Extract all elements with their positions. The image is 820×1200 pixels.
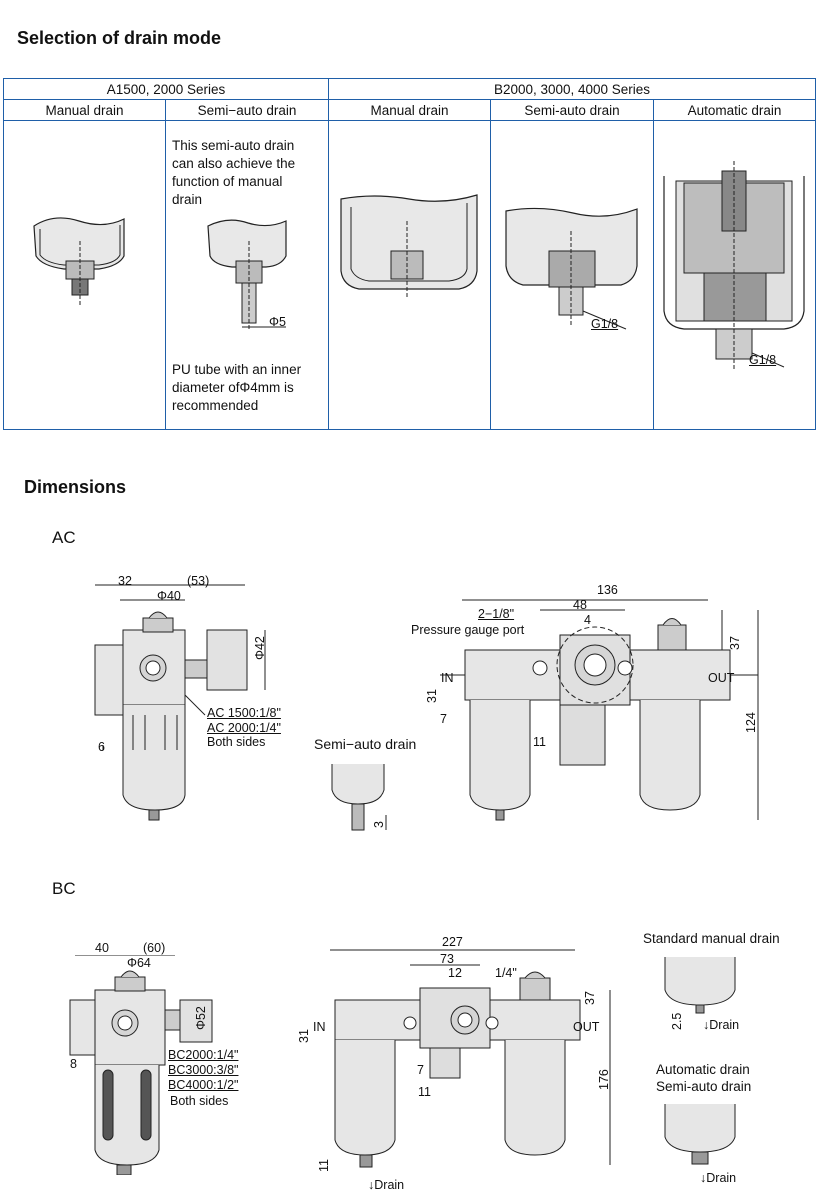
bc-dim-8: 8 (70, 1057, 77, 1071)
bc-dim-phi52: Φ52 (194, 1006, 208, 1030)
bc-automatic-drain-label: Automatic drain (656, 1062, 750, 1077)
ac-dim-6: 6 (98, 740, 105, 754)
g18-label-auto: G1/8 (749, 353, 777, 367)
bc-port-2: BC3000:3/8" (168, 1063, 239, 1077)
g18-label-semi: G1/8 (591, 317, 619, 331)
col-header-b-semi: Semi-auto drain (490, 99, 654, 121)
bc-dim-phi64: Φ64 (127, 956, 151, 970)
ac-dim-phi42: Φ42 (253, 636, 267, 660)
ac-dim-4: 4 (584, 613, 591, 627)
bc-port-3: BC4000:1/2" (168, 1078, 239, 1092)
bc-dim-12: 12 (448, 966, 462, 980)
bc-label: BC (52, 879, 76, 898)
b-auto-drain-drawing (663, 161, 805, 369)
bc-dim-73: 73 (440, 952, 454, 966)
ac-dim-31: 31 (425, 689, 439, 703)
bc-std-manual-label: Standard manual drain (643, 931, 780, 946)
bc-drain-label: ↓Drain (368, 1178, 405, 1192)
drain-mode-table: A1500, 2000 Series B2000, 3000, 4000 Ser… (3, 78, 816, 430)
ac-port-2: AC 2000:1/4" (207, 721, 281, 735)
col-header-b-manual: Manual drain (328, 99, 491, 121)
section-title-dimensions: Dimensions (24, 477, 127, 497)
ac-dim-32: 32 (118, 574, 132, 588)
bc-dim-11b: 11 (317, 1159, 331, 1172)
a-manual-drain-drawing (33, 217, 125, 306)
down-arrow-icon: ↓ (368, 1178, 375, 1192)
col-header-a-manual: Manual drain (3, 99, 166, 121)
bc-drain-label-3: ↓Drain (700, 1171, 737, 1185)
cell-a-semi: This semi-auto drain can also achieve th… (165, 120, 329, 430)
bc-dim-11: 11 (418, 1085, 431, 1099)
bc-quarter-label: 1/4" (495, 966, 517, 980)
bc-dim-31: 31 (297, 1029, 311, 1043)
bc-dim-60: (60) (143, 941, 166, 955)
bc-auto-drain-drawing (664, 1104, 736, 1165)
ac-combo-drawing (440, 599, 759, 821)
bc-semi-auto-drain-label: Semi-auto drain (656, 1079, 752, 1094)
ac-dim-136: 136 (597, 583, 618, 597)
ac-label: AC (52, 528, 76, 547)
phi5-label: Φ5 (269, 315, 286, 329)
cell-b-semi: G1/8 (490, 120, 654, 430)
semi-note-top: This semi-auto drain can also achieve th… (172, 138, 296, 207)
bc-dim-7: 7 (417, 1063, 424, 1077)
section-title-drain-mode: Selection of drain mode (17, 28, 222, 48)
group-header-b: B2000, 3000, 4000 Series (328, 78, 816, 100)
bc-port-1: BC2000:1/4" (168, 1048, 239, 1062)
bc-combo-drawing (330, 949, 611, 1168)
bc-dim-40: 40 (95, 941, 109, 955)
group-header-a: A1500, 2000 Series (3, 78, 329, 100)
ac-single-unit-drawing (94, 584, 266, 821)
bc-in-label: IN (313, 1020, 326, 1034)
ac-dim-11: 11 (533, 735, 546, 749)
ac-dim-37: 37 (728, 636, 742, 650)
bc-dim-2-5: 2.5 (670, 1012, 684, 1030)
bc-std-manual-drawing (664, 957, 736, 1014)
b-manual-drain-drawing (340, 194, 478, 299)
cell-a-manual (3, 120, 166, 430)
cell-b-manual (328, 120, 491, 430)
ac-pressure-gauge-label: Pressure gauge port (411, 623, 525, 637)
ac-dim-3: 3 (372, 821, 386, 828)
ac-out-label: OUT (708, 671, 735, 685)
ac-in-label: IN (441, 671, 454, 685)
cell-b-auto: G1/8 (653, 120, 816, 430)
ac-dim-48: 48 (573, 598, 587, 612)
bc-dim-227: 227 (442, 935, 463, 949)
col-header-b-auto: Automatic drain (653, 99, 816, 121)
ac-gauge-port-size: 2−1/8" (478, 607, 515, 621)
bc-dim-37: 37 (583, 991, 597, 1005)
down-arrow-icon: ↓ (703, 1018, 710, 1032)
bc-drain-label-2: ↓Drain (703, 1018, 740, 1032)
ac-semi-auto-drawing (331, 764, 387, 831)
ac-dim-124: 124 (744, 712, 758, 733)
ac-semi-auto-label: Semi−auto drain (314, 736, 417, 752)
ac-dim-53: (53) (187, 574, 210, 588)
ac-both-sides: Both sides (207, 735, 266, 749)
bc-single-unit-drawing (69, 955, 213, 1175)
b-semi-drain-drawing (505, 207, 638, 330)
semi-note-bottom: PU tube with an inner diameter ofΦ4mm is… (172, 362, 302, 413)
down-arrow-icon: ↓ (700, 1171, 707, 1185)
a-semi-drain-drawing (207, 219, 287, 329)
ac-port-1: AC 1500:1/8" (207, 706, 281, 720)
ac-dim-phi40: Φ40 (157, 589, 181, 603)
bc-dim-176: 176 (597, 1069, 611, 1090)
bc-both-sides: Both sides (170, 1094, 229, 1108)
ac-dim-7: 7 (440, 712, 447, 726)
col-header-a-semi: Semi−auto drain (165, 99, 329, 121)
bc-out-label: OUT (573, 1020, 600, 1034)
